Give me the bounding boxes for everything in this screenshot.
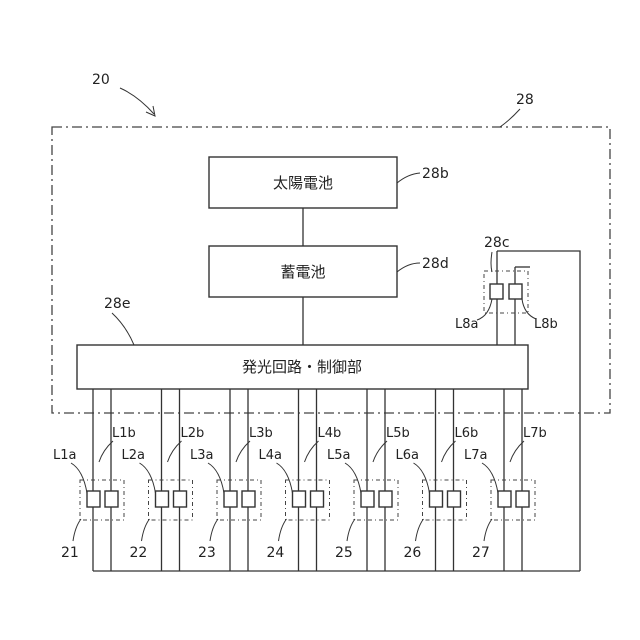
led-l8b [509, 284, 522, 299]
led-b-label: L2b [181, 426, 205, 441]
controller-ref-label: 28e [104, 296, 130, 312]
led-l7a [498, 491, 511, 507]
internal-lamp-ref-leader [491, 252, 492, 272]
lamp-unit-leader [416, 519, 424, 541]
led-a-label: L6a [396, 448, 419, 463]
led-a-label: L4a [259, 448, 282, 463]
led-l2a [156, 491, 169, 507]
controller-label: 発光回路・制御部 [242, 358, 362, 376]
led-l8b-label: L8b [534, 317, 558, 332]
unit-ref-leader [500, 109, 520, 127]
solar-ref-label: 28b [422, 166, 449, 182]
led-a-leader [71, 463, 87, 493]
lamp-unit-label: 21 [61, 545, 79, 561]
solar-cell-label: 太陽電池 [273, 174, 333, 192]
lamp-unit-22: L2a L2b 22 [122, 389, 205, 571]
lamp-unit-label: 22 [130, 545, 148, 561]
internal-lamp-28c: 28c L8a L8b [455, 235, 580, 571]
lamp-unit-label: 25 [335, 545, 353, 561]
lamp-unit-leader [210, 519, 218, 541]
led-b-label: L7b [523, 426, 547, 441]
led-a-leader [277, 463, 293, 493]
lamp-unit-24: L4a L4b 24 [259, 389, 342, 571]
lamp-unit-label: 24 [267, 545, 285, 561]
unit-ref-label: 28 [516, 92, 534, 108]
led-a-label: L1a [53, 448, 76, 463]
lamp-unit-21: L1a L1b 21 [53, 389, 136, 571]
led-l3b [242, 491, 255, 507]
led-l1a [87, 491, 100, 507]
device-ref-arrow [120, 88, 154, 114]
battery-ref-label: 28d [422, 256, 449, 272]
led-l6a [430, 491, 443, 507]
lamp-unit-27: L7a L7b 27 [464, 389, 547, 571]
led-l8a [490, 284, 503, 299]
led-l5a [361, 491, 374, 507]
led-l8a-label: L8a [455, 317, 478, 332]
lamp-unit-leader [142, 519, 150, 541]
led-l8b-leader [522, 299, 536, 319]
led-l4a [293, 491, 306, 507]
led-b-label: L6b [455, 426, 479, 441]
device-ref-label: 20 [92, 72, 110, 88]
lamp-unit-label: 23 [198, 545, 216, 561]
led-a-leader [414, 463, 430, 493]
lamp-unit-25: L5a L5b 25 [327, 389, 410, 571]
led-l5b [379, 491, 392, 507]
external-lamps: L1a L1b 21 L2a L2b 22 L3a L3b 23 L4a L4b 24 L5a L5b 25… [53, 389, 547, 571]
lamp-unit-label: 26 [404, 545, 422, 561]
solar-ref-leader [397, 173, 420, 183]
battery-ref-leader [397, 263, 420, 272]
lamp-unit-leader [73, 519, 81, 541]
led-a-label: L7a [464, 448, 487, 463]
led-l7b [516, 491, 529, 507]
lamp-unit-label: 27 [472, 545, 490, 561]
controller-ref-leader [112, 313, 134, 345]
led-a-leader [140, 463, 156, 493]
led-l3a [224, 491, 237, 507]
led-b-label: L5b [386, 426, 410, 441]
led-a-leader [208, 463, 224, 493]
lamp-unit-leader [484, 519, 492, 541]
led-a-label: L3a [190, 448, 213, 463]
led-b-label: L1b [112, 426, 136, 441]
led-l1b [105, 491, 118, 507]
lamp-unit-23: L3a L3b 23 [190, 389, 273, 571]
led-l4b [311, 491, 324, 507]
led-a-leader [482, 463, 498, 493]
led-a-label: L2a [122, 448, 145, 463]
led-l6b [448, 491, 461, 507]
lamp-unit-26: L6a L6b 26 [396, 389, 479, 571]
led-b-label: L4b [318, 426, 342, 441]
led-a-label: L5a [327, 448, 350, 463]
led-l2b [174, 491, 187, 507]
lamp-unit-leader [347, 519, 355, 541]
lamp-unit-leader [279, 519, 287, 541]
battery-label: 蓄電池 [280, 263, 325, 281]
internal-lamp-ref-label: 28c [484, 235, 510, 251]
led-b-label: L3b [249, 426, 273, 441]
led-a-leader [345, 463, 361, 493]
